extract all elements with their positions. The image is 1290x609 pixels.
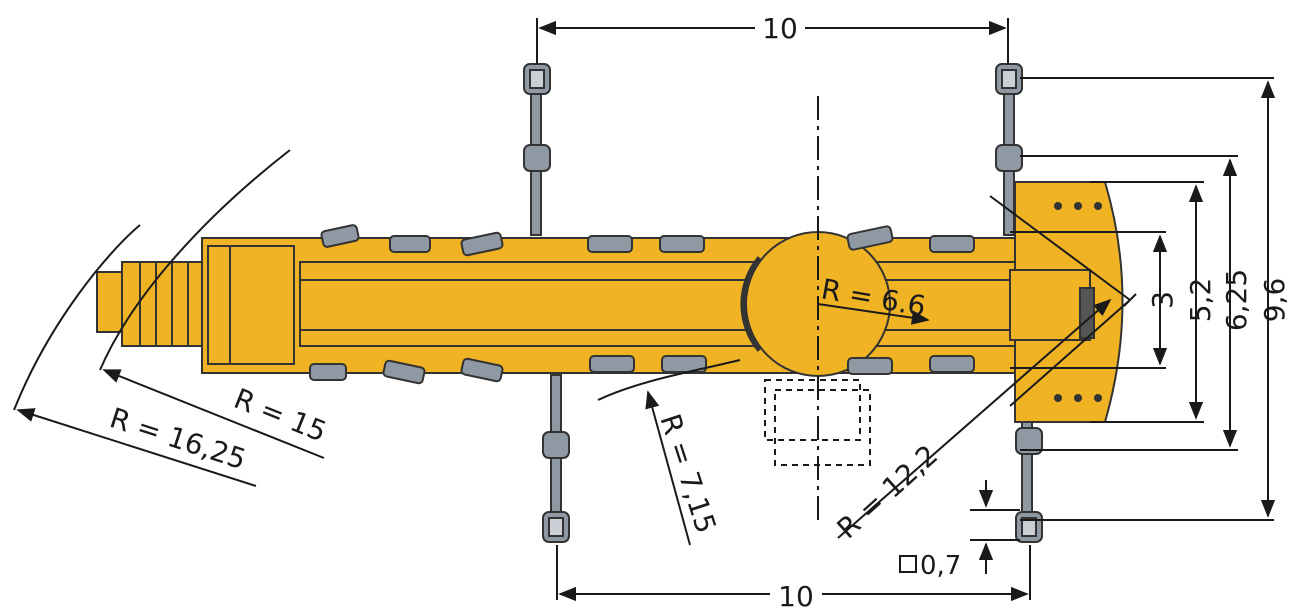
pad-square-icon — [899, 555, 917, 573]
label-radius-7-15: R = 7,15 — [653, 410, 722, 537]
label-width-5-2: 5,2 — [1184, 278, 1217, 323]
outriggers — [523, 63, 1043, 543]
label-bottom-span: 10 — [778, 580, 814, 609]
label-radius-15: R = 15 — [229, 382, 331, 449]
label-width-3: 3 — [1146, 291, 1179, 309]
label-pad-size: 0,7 — [920, 551, 961, 581]
dashed-counterweight — [764, 379, 871, 466]
outrigger-right-top — [995, 63, 1023, 236]
label-radius-12-2: R = 12,2 — [831, 438, 945, 545]
outrigger-left-bottom — [542, 374, 570, 543]
label-radius-16-25: R = 16,25 — [106, 401, 250, 476]
wheels-bottom — [309, 355, 975, 385]
label-width-9-6: 9,6 — [1258, 278, 1290, 323]
boom-head — [96, 261, 205, 347]
radius-arcs — [13, 149, 741, 411]
wheels-top — [320, 224, 975, 257]
label-width-6-25: 6,25 — [1220, 269, 1253, 331]
crane-body — [96, 181, 1124, 423]
cab — [207, 245, 295, 365]
label-top-span: 10 — [762, 12, 798, 45]
telescopic-boom — [299, 261, 1021, 347]
outrigger-left-top — [523, 63, 551, 236]
